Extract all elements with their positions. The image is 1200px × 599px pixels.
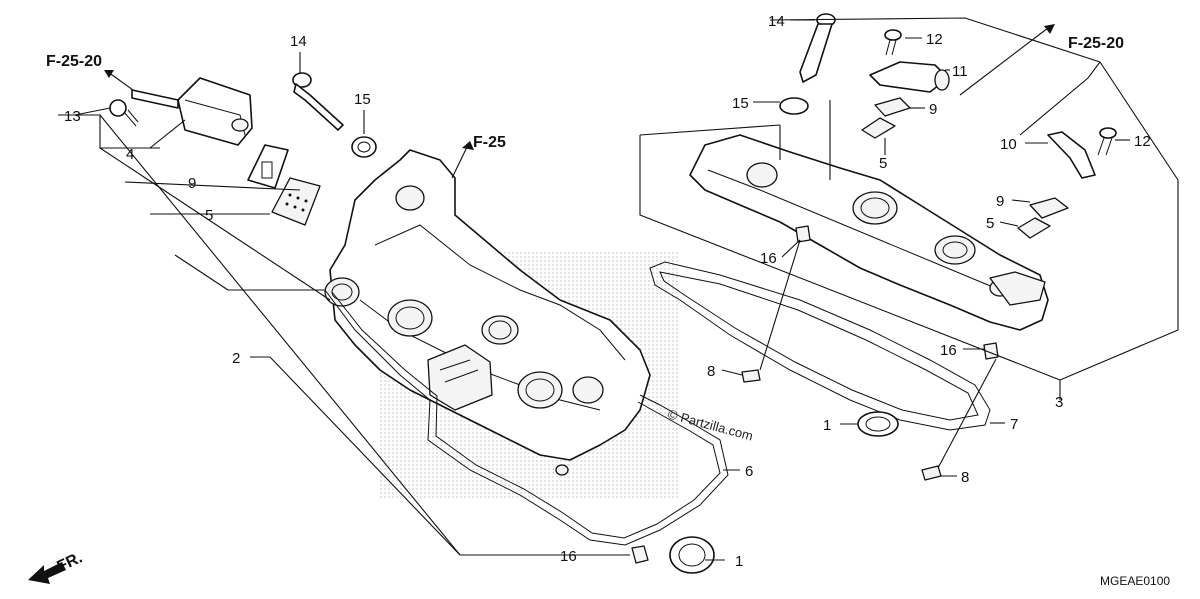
diagram-code: MGEAE0100 [1100, 574, 1170, 588]
callout-1: 1 [735, 553, 743, 570]
callout-6: 6 [745, 463, 753, 480]
callout-5: 5 [879, 155, 887, 172]
callout-16: 16 [560, 548, 577, 565]
left-gasket [324, 289, 729, 546]
callout-7: 7 [1010, 416, 1018, 433]
callout-2: 2 [232, 350, 240, 367]
callout-15: 15 [732, 95, 749, 112]
callout-4: 4 [126, 146, 134, 163]
front-marker-label: FR. [55, 549, 86, 575]
callout-8: 8 [707, 363, 715, 380]
callout-5: 5 [205, 207, 213, 224]
right-gasket [649, 261, 991, 431]
leader-lines [58, 17, 1179, 561]
callout-3: 3 [1055, 394, 1063, 411]
callout-8: 8 [961, 469, 969, 486]
right-cylinder-head-cover [689, 134, 1049, 331]
callout-11: 11 [952, 63, 968, 80]
ref-right: F-25-20 [1068, 35, 1124, 52]
callout-16: 16 [940, 342, 957, 359]
callout-12: 12 [926, 31, 943, 48]
ref-left: F-25-20 [46, 53, 102, 70]
callout-9: 9 [929, 101, 937, 118]
ref-center: F-25 [473, 134, 506, 151]
left-cylinder-head-cover [324, 149, 651, 461]
callout-13: 13 [64, 108, 81, 125]
front-arrow-icon: FR. [28, 549, 85, 584]
reference-labels: F-25-20 F-25 F-25-20 [46, 35, 1124, 151]
callout-5: 5 [986, 215, 994, 232]
callout-16: 16 [760, 250, 777, 267]
callout-14: 14 [290, 33, 307, 50]
callout-9: 9 [996, 193, 1004, 210]
callout-9: 9 [188, 175, 196, 192]
callout-10: 10 [1000, 136, 1017, 153]
callout-12: 12 [1134, 133, 1151, 150]
callout-15: 15 [354, 91, 371, 108]
callout-1: 1 [823, 417, 831, 434]
callouts: 13 4 9 5 2 14 15 16 1 6 14 15 12 11 9 5 … [64, 13, 1151, 570]
left-small-parts [109, 72, 715, 574]
callout-14: 14 [768, 13, 785, 30]
